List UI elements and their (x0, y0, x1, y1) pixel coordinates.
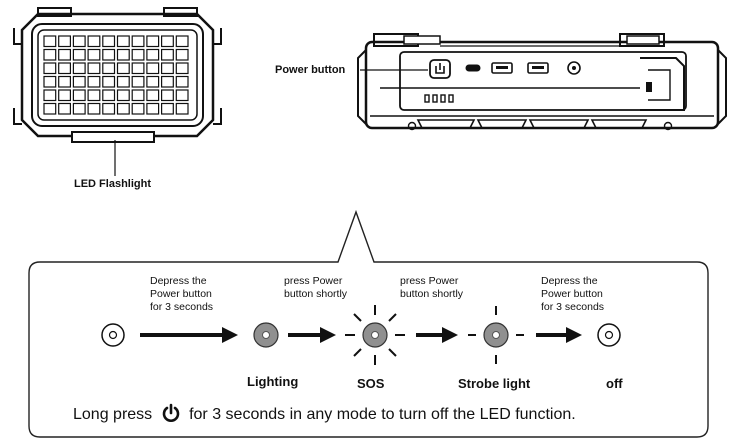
led-cell (161, 35, 174, 48)
led-cell (146, 62, 160, 75)
arrow-4 (536, 327, 582, 343)
led-cell (102, 62, 116, 75)
led-cell (58, 89, 72, 102)
sos-icon (345, 305, 405, 365)
led-cell (146, 102, 160, 115)
led-cell (131, 89, 145, 102)
led-cell (131, 62, 145, 75)
led-cell (116, 89, 130, 102)
led-cell (43, 62, 57, 75)
step-3-line-1: press Power (400, 275, 459, 287)
led-cell (43, 102, 57, 115)
led-cell (87, 48, 101, 61)
led-cell (116, 75, 130, 88)
power-bank-side-illustration (357, 33, 727, 131)
led-cell (175, 35, 189, 48)
led-cell (87, 89, 101, 102)
led-cell (87, 35, 101, 48)
led-cell (175, 48, 189, 61)
led-cell (116, 35, 130, 48)
step-instruction-3: press Power button shortly (400, 275, 500, 301)
strobe-icon (468, 306, 524, 364)
step-2-line-2: button shortly (284, 288, 348, 300)
led-cell (102, 35, 116, 48)
led-cell (87, 102, 101, 115)
led-cell (43, 35, 57, 48)
led-cell (131, 35, 145, 48)
led-flashlight-illustration (13, 7, 222, 176)
step-4-line-3: for 3 seconds (541, 301, 605, 313)
led-cell (146, 35, 160, 48)
led-cell (72, 102, 86, 115)
step-1-line-1: Depress the (150, 275, 207, 287)
long-press-note: Long press for 3 seconds in any mode to … (73, 403, 576, 428)
step-4-line-1: Depress the (541, 275, 598, 287)
led-cell (58, 102, 72, 115)
led-flashlight-label: LED Flashlight (74, 178, 151, 190)
led-cell (131, 48, 145, 61)
led-cell (116, 48, 130, 61)
led-cell (87, 62, 101, 75)
led-cell (161, 62, 174, 75)
led-cell (72, 62, 86, 75)
note-text-before: Long press (73, 406, 153, 423)
led-cell (161, 89, 174, 102)
led-cell (175, 89, 189, 102)
led-cell (58, 48, 72, 61)
end-off-icon (597, 323, 621, 347)
led-cell (175, 102, 189, 115)
arrow-2 (288, 327, 336, 343)
led-cell (43, 75, 57, 88)
mode-label-lighting: Lighting (247, 374, 299, 389)
led-cell (102, 89, 116, 102)
led-cell (146, 48, 160, 61)
step-3-line-2: button shortly (400, 288, 464, 300)
led-cell (161, 102, 174, 115)
led-cell (161, 48, 174, 61)
start-off-icon (101, 323, 125, 347)
led-cell (58, 62, 72, 75)
mode-label-off: off (606, 376, 623, 391)
led-cell (131, 75, 145, 88)
led-cell (146, 75, 160, 88)
lighting-icon (253, 322, 279, 348)
power-button-label: Power button (275, 64, 346, 76)
step-instruction-4: Depress the Power button for 3 seconds (541, 275, 641, 314)
led-cell (72, 89, 86, 102)
led-cell (102, 48, 116, 61)
led-cell (58, 75, 72, 88)
led-cell (146, 89, 160, 102)
mode-label-sos: SOS (357, 376, 385, 391)
led-cell (72, 75, 86, 88)
led-cell (72, 48, 86, 61)
led-cell (116, 102, 130, 115)
mode-label-strobe: Strobe light (458, 376, 531, 391)
led-cell (72, 35, 86, 48)
step-2-line-1: press Power (284, 275, 343, 287)
step-1-line-2: Power button (150, 288, 212, 300)
step-4-line-2: Power button (541, 288, 603, 300)
arrow-1 (140, 327, 238, 343)
led-cell (175, 62, 189, 75)
led-cell (102, 75, 116, 88)
led-cell (43, 48, 57, 61)
led-cell (116, 62, 130, 75)
step-instruction-1: Depress the Power button for 3 seconds (150, 275, 250, 314)
led-cell (161, 75, 174, 88)
arrow-3 (416, 327, 458, 343)
step-1-line-3: for 3 seconds (150, 301, 214, 313)
note-text-after: for 3 seconds in any mode to turn off th… (189, 406, 576, 423)
led-cell (131, 102, 145, 115)
power-icon (161, 403, 181, 428)
led-cell (58, 35, 72, 48)
mode-flow (101, 305, 621, 365)
step-instruction-2: press Power button shortly (284, 275, 384, 301)
led-cell (102, 102, 116, 115)
led-cell (175, 75, 189, 88)
led-cell (43, 89, 57, 102)
led-cell (87, 75, 101, 88)
